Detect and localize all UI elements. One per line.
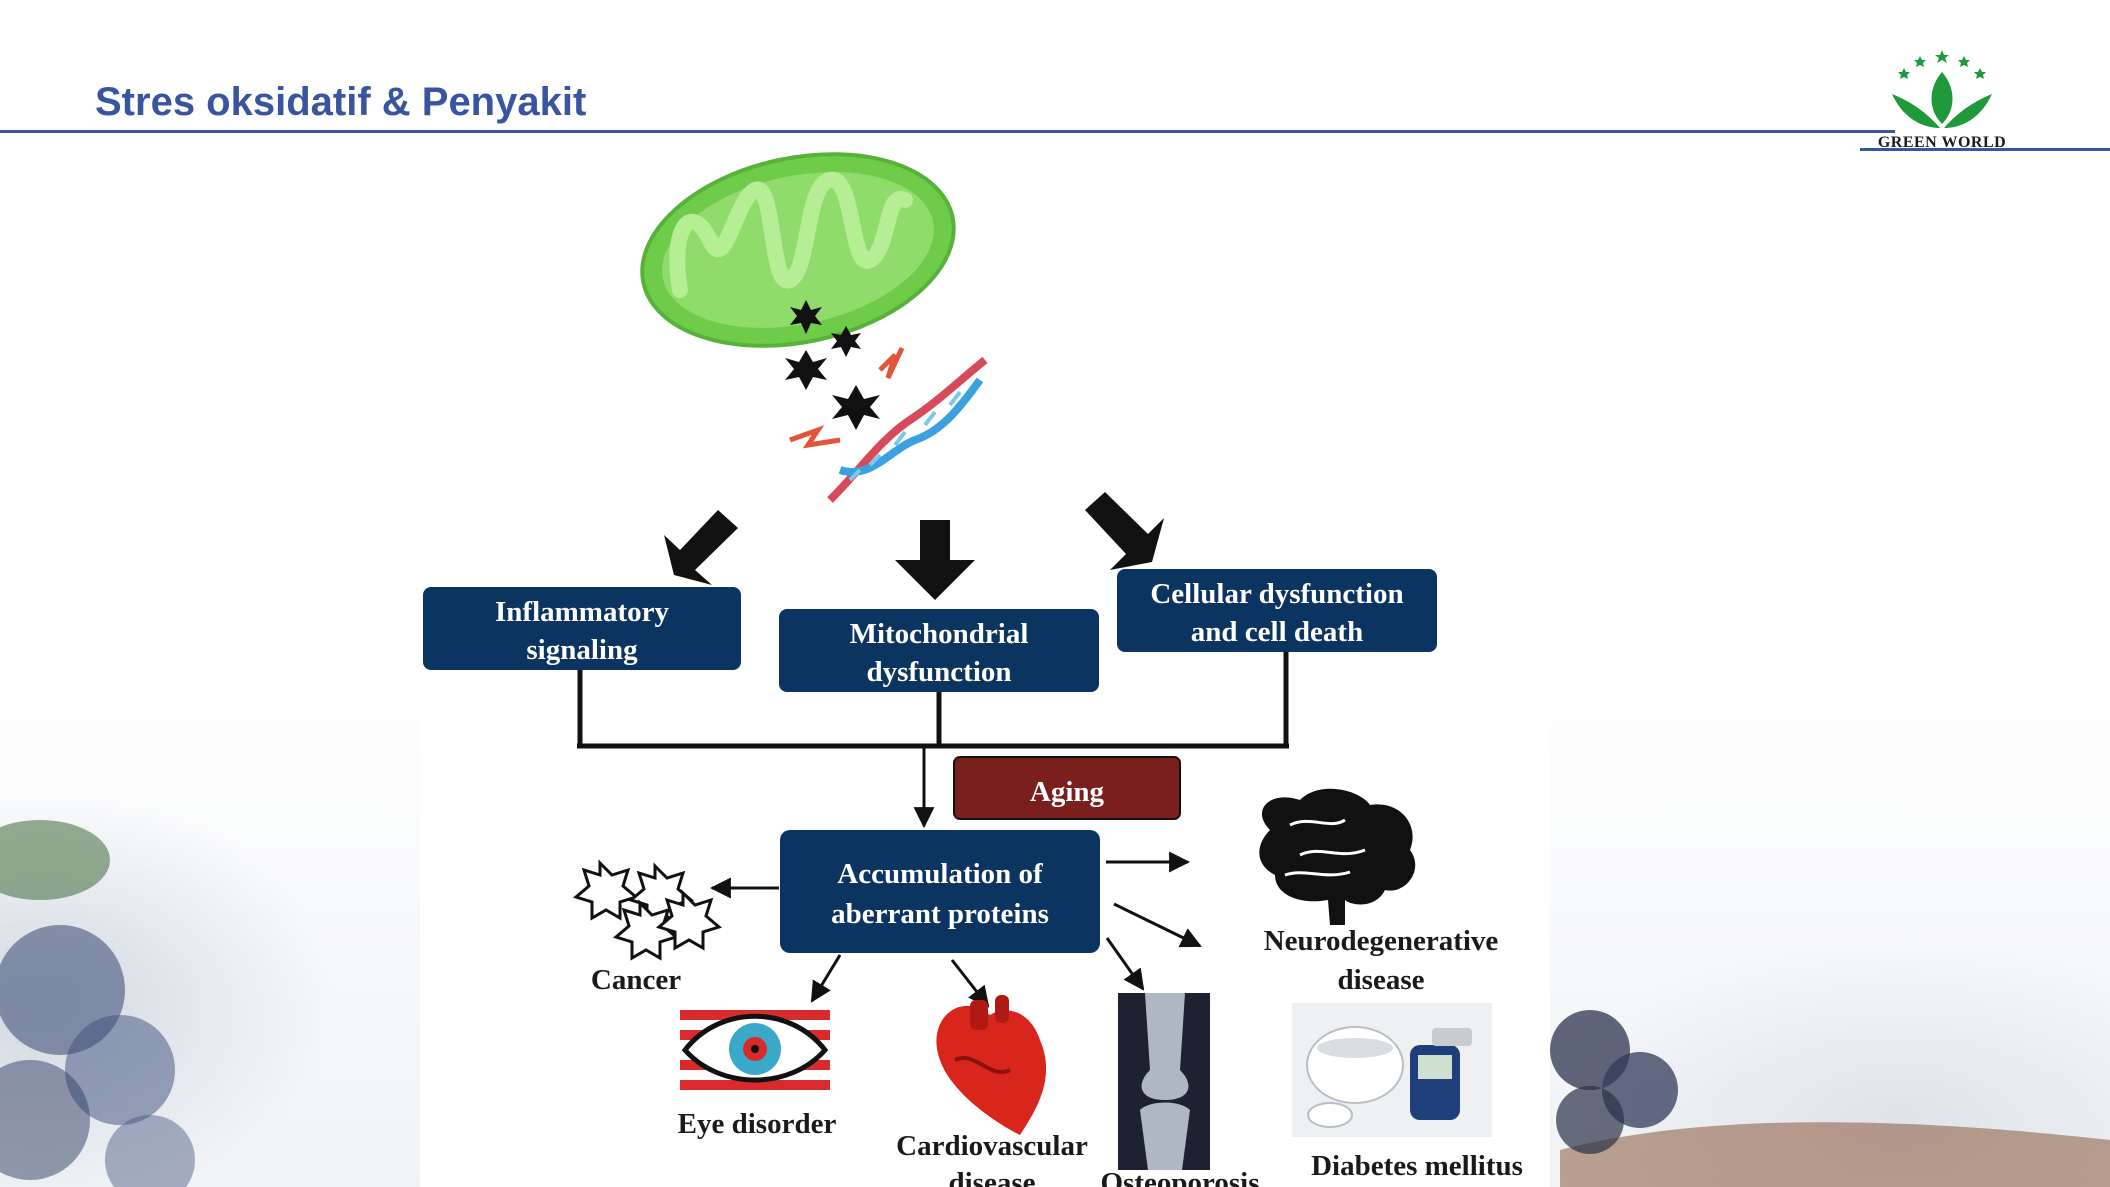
berries-right-decoration — [1550, 1010, 2110, 1187]
brain-icon — [1259, 788, 1416, 925]
logo-text: GREEN WORLD — [1877, 134, 2007, 151]
label-neuro-line1: Neurodegenerative — [1264, 925, 1499, 957]
connector-bracket — [577, 652, 1289, 749]
box-cellular: Cellular dysfunction and cell death — [1117, 569, 1437, 652]
berries-left-decoration — [0, 820, 195, 1187]
box-cellular-line1: Cellular dysfunction — [1150, 578, 1403, 610]
arrow-to-inflammatory — [664, 510, 738, 585]
glucose-meter-icon — [1292, 1003, 1492, 1137]
box-accumulation-line1: Accumulation of — [837, 858, 1043, 890]
box-inflammatory-line1: Inflammatory — [495, 596, 669, 628]
cancer-cells-icon — [572, 859, 723, 961]
label-cardio-line1: Cardiovascular — [896, 1130, 1088, 1162]
arrow-to-cellular — [1085, 492, 1164, 570]
big-arrows — [664, 492, 1164, 600]
green-world-logo — [1892, 50, 1992, 128]
free-radical-icon — [785, 300, 880, 430]
box-accumulation-line2: aberrant proteins — [831, 898, 1049, 930]
box-mitochondrial-line2: dysfunction — [866, 656, 1011, 688]
label-diabetes: Diabetes mellitus — [1311, 1150, 1523, 1182]
label-cancer: Cancer — [591, 964, 681, 996]
label-eye: Eye disorder — [678, 1108, 837, 1140]
logo-underline — [1860, 148, 2110, 151]
box-mitochondrial-line1: Mitochondrial — [850, 618, 1029, 650]
label-neuro-line2: disease — [1338, 964, 1425, 996]
box-cellular-line2: and cell death — [1191, 616, 1363, 648]
box-aging: Aging — [953, 756, 1181, 820]
mitochondrion-icon — [640, 152, 956, 348]
box-inflammatory-line2: signaling — [526, 634, 638, 666]
eye-icon — [680, 1004, 830, 1094]
box-mitochondrial: Mitochondrial dysfunction — [779, 609, 1099, 692]
label-osteo: Osteoporosis — [1101, 1167, 1260, 1187]
outgoing-arrows — [709, 851, 1202, 1008]
dna-icon — [789, 346, 988, 503]
box-aging-label: Aging — [1030, 776, 1105, 808]
knee-xray-icon — [1118, 993, 1210, 1170]
heart-icon — [936, 995, 1047, 1135]
label-cardio-line2: disease — [949, 1167, 1036, 1187]
box-accumulation: Accumulation of aberrant proteins — [780, 830, 1100, 953]
arrow-to-mitochondrial — [895, 520, 975, 600]
box-inflammatory: Inflammatory signaling — [423, 587, 741, 670]
title-underline — [0, 130, 1895, 133]
slide-title: Stres oksidatif & Penyakit — [95, 80, 587, 124]
